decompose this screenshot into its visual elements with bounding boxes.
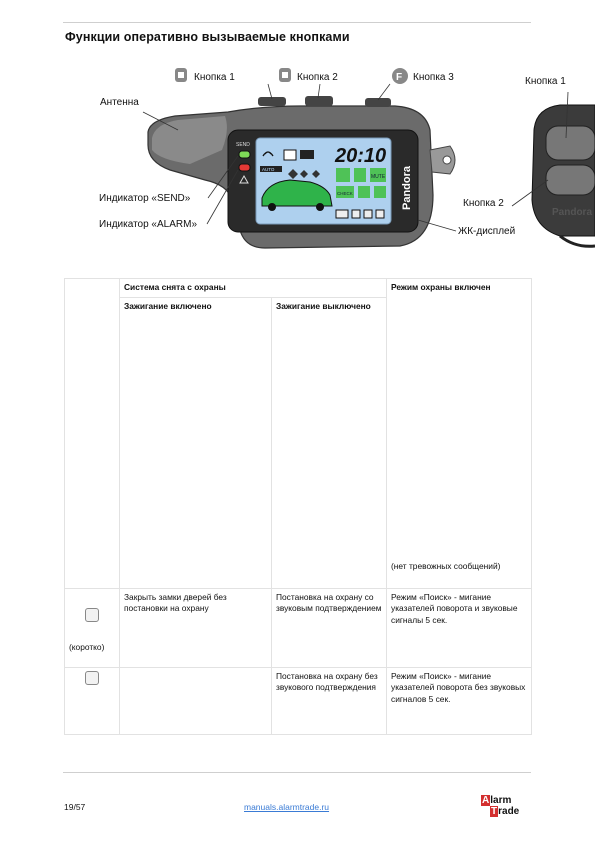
leader-button2 <box>317 83 321 99</box>
header-armed: Режим охраны включен <box>391 282 491 292</box>
lcd-time: 20:10 <box>334 145 386 167</box>
label-button3: Кнопка 3 <box>413 72 454 83</box>
lock-open-icon-shackle <box>282 72 288 78</box>
auto-text: AUTO <box>262 167 275 172</box>
car-wheel-rear <box>316 203 324 211</box>
label-lcd: ЖК-дисплей <box>458 226 516 237</box>
small-keyring <box>559 234 595 248</box>
row2-ign-off: Постановка на охрану без звукового подтв… <box>271 667 387 735</box>
leader-antenna <box>142 111 179 131</box>
header-empty-cell <box>64 278 120 589</box>
label-button2: Кнопка 2 <box>297 72 338 83</box>
row1-key-cell: (коротко) <box>64 588 120 668</box>
lock-closed-icon-shackle <box>178 72 184 78</box>
row1-ign-off: Постановка на охрану со звуковым подтвер… <box>271 588 387 668</box>
send-led <box>238 150 251 159</box>
leader-small-button2 <box>511 179 549 207</box>
button3-cap <box>365 98 391 107</box>
fan-icon <box>336 168 350 182</box>
alarm-warning-icon <box>239 174 249 184</box>
phone-icon <box>354 168 366 182</box>
button2-cap <box>305 96 333 106</box>
lcd-frame <box>255 137 392 225</box>
alarm-led <box>238 163 251 172</box>
bottom-rule <box>63 772 531 773</box>
check-badge <box>336 186 354 198</box>
leader-button3 <box>377 83 391 101</box>
battery-icon <box>300 150 314 159</box>
leader-alarm <box>206 169 239 225</box>
footer-page-number: 19/57 <box>64 802 86 812</box>
page-title: Функции оперативно вызываемые кнопками <box>65 30 350 44</box>
label-button1: Кнопка 1 <box>194 72 235 83</box>
signal-icon <box>262 151 274 157</box>
lock-icon <box>283 149 297 161</box>
mute-text: MUTE <box>371 174 386 180</box>
header-armed-cell: Режим охраны включен (нет тревожных сооб… <box>386 278 532 589</box>
alarmtrade-logo: Alarm Trade <box>481 795 520 817</box>
row2-armed: Режим «Поиск» - мигание указателей повор… <box>386 667 532 735</box>
mute-badge <box>370 168 386 182</box>
table-row: (коротко) Закрыть замки дверей без поста… <box>64 588 532 668</box>
leader-send <box>207 155 239 199</box>
keyfob-illustration: 20:10 AUTO MUTE CHECK Pandora SEND <box>142 68 595 249</box>
row1-lock-icon <box>69 608 115 625</box>
small-button2 <box>545 164 595 196</box>
header-ign-on: Зажигание включено <box>119 297 272 589</box>
leader-small-button1 <box>565 91 569 139</box>
row2-key-cell <box>64 667 120 735</box>
row1-ign-on: Закрыть замки дверей без постановки на о… <box>119 588 272 668</box>
label-alarm: Индикатор «ALARM» <box>99 219 198 230</box>
small-button1 <box>545 125 595 161</box>
channel-icon-1 <box>335 209 349 219</box>
brand-text: Pandora <box>401 165 413 210</box>
label-antenna: Антенна <box>100 97 139 108</box>
row2-lock-icon <box>69 671 115 688</box>
label-small-button2: Кнопка 2 <box>463 198 504 209</box>
top-rule <box>63 22 531 23</box>
label-send: Индикатор «SEND» <box>99 193 191 204</box>
bell-icon <box>374 186 386 198</box>
footer-link[interactable]: manuals.alarmtrade.ru <box>244 802 330 812</box>
snow-icon <box>288 169 320 179</box>
engine-icon <box>358 186 370 198</box>
car-wheel-front <box>268 203 276 211</box>
car-icon <box>261 179 333 207</box>
check-text: CHECK <box>337 191 353 196</box>
leader-button1 <box>267 83 273 100</box>
keyring-hole <box>442 155 452 165</box>
row2-ign-on <box>119 667 272 735</box>
antenna-shade <box>152 116 227 164</box>
header-armed-note: (нет тревожных сообщений) <box>391 560 501 571</box>
button1-cap <box>258 97 286 106</box>
header-ign-off: Зажигание выключено <box>271 297 387 589</box>
header-disarmed: Система снята с охраны <box>119 277 387 299</box>
send-text: SEND <box>236 142 250 148</box>
auto-badge <box>260 166 282 172</box>
leader-lcd <box>417 219 457 232</box>
channel-icon-2 <box>351 209 361 219</box>
table-row: Постановка на охрану без звукового подтв… <box>64 667 532 735</box>
small-brand-text: Pandora <box>552 207 592 218</box>
function-f-icon <box>392 68 408 84</box>
channel-icon-3 <box>363 209 373 219</box>
keyfob-figure: 20:10 AUTO MUTE CHECK Pandora SEND <box>0 50 595 280</box>
label-small-button1: Кнопка 1 <box>525 76 566 87</box>
channel-icon-4 <box>375 209 385 219</box>
row1-armed: Режим «Поиск» - мигание указателей повор… <box>386 588 532 668</box>
functions-table: Система снята с охраны Режим охраны вклю… <box>64 277 532 735</box>
svg-text:F: F <box>396 72 402 83</box>
row1-key-note: (коротко) <box>69 641 105 652</box>
